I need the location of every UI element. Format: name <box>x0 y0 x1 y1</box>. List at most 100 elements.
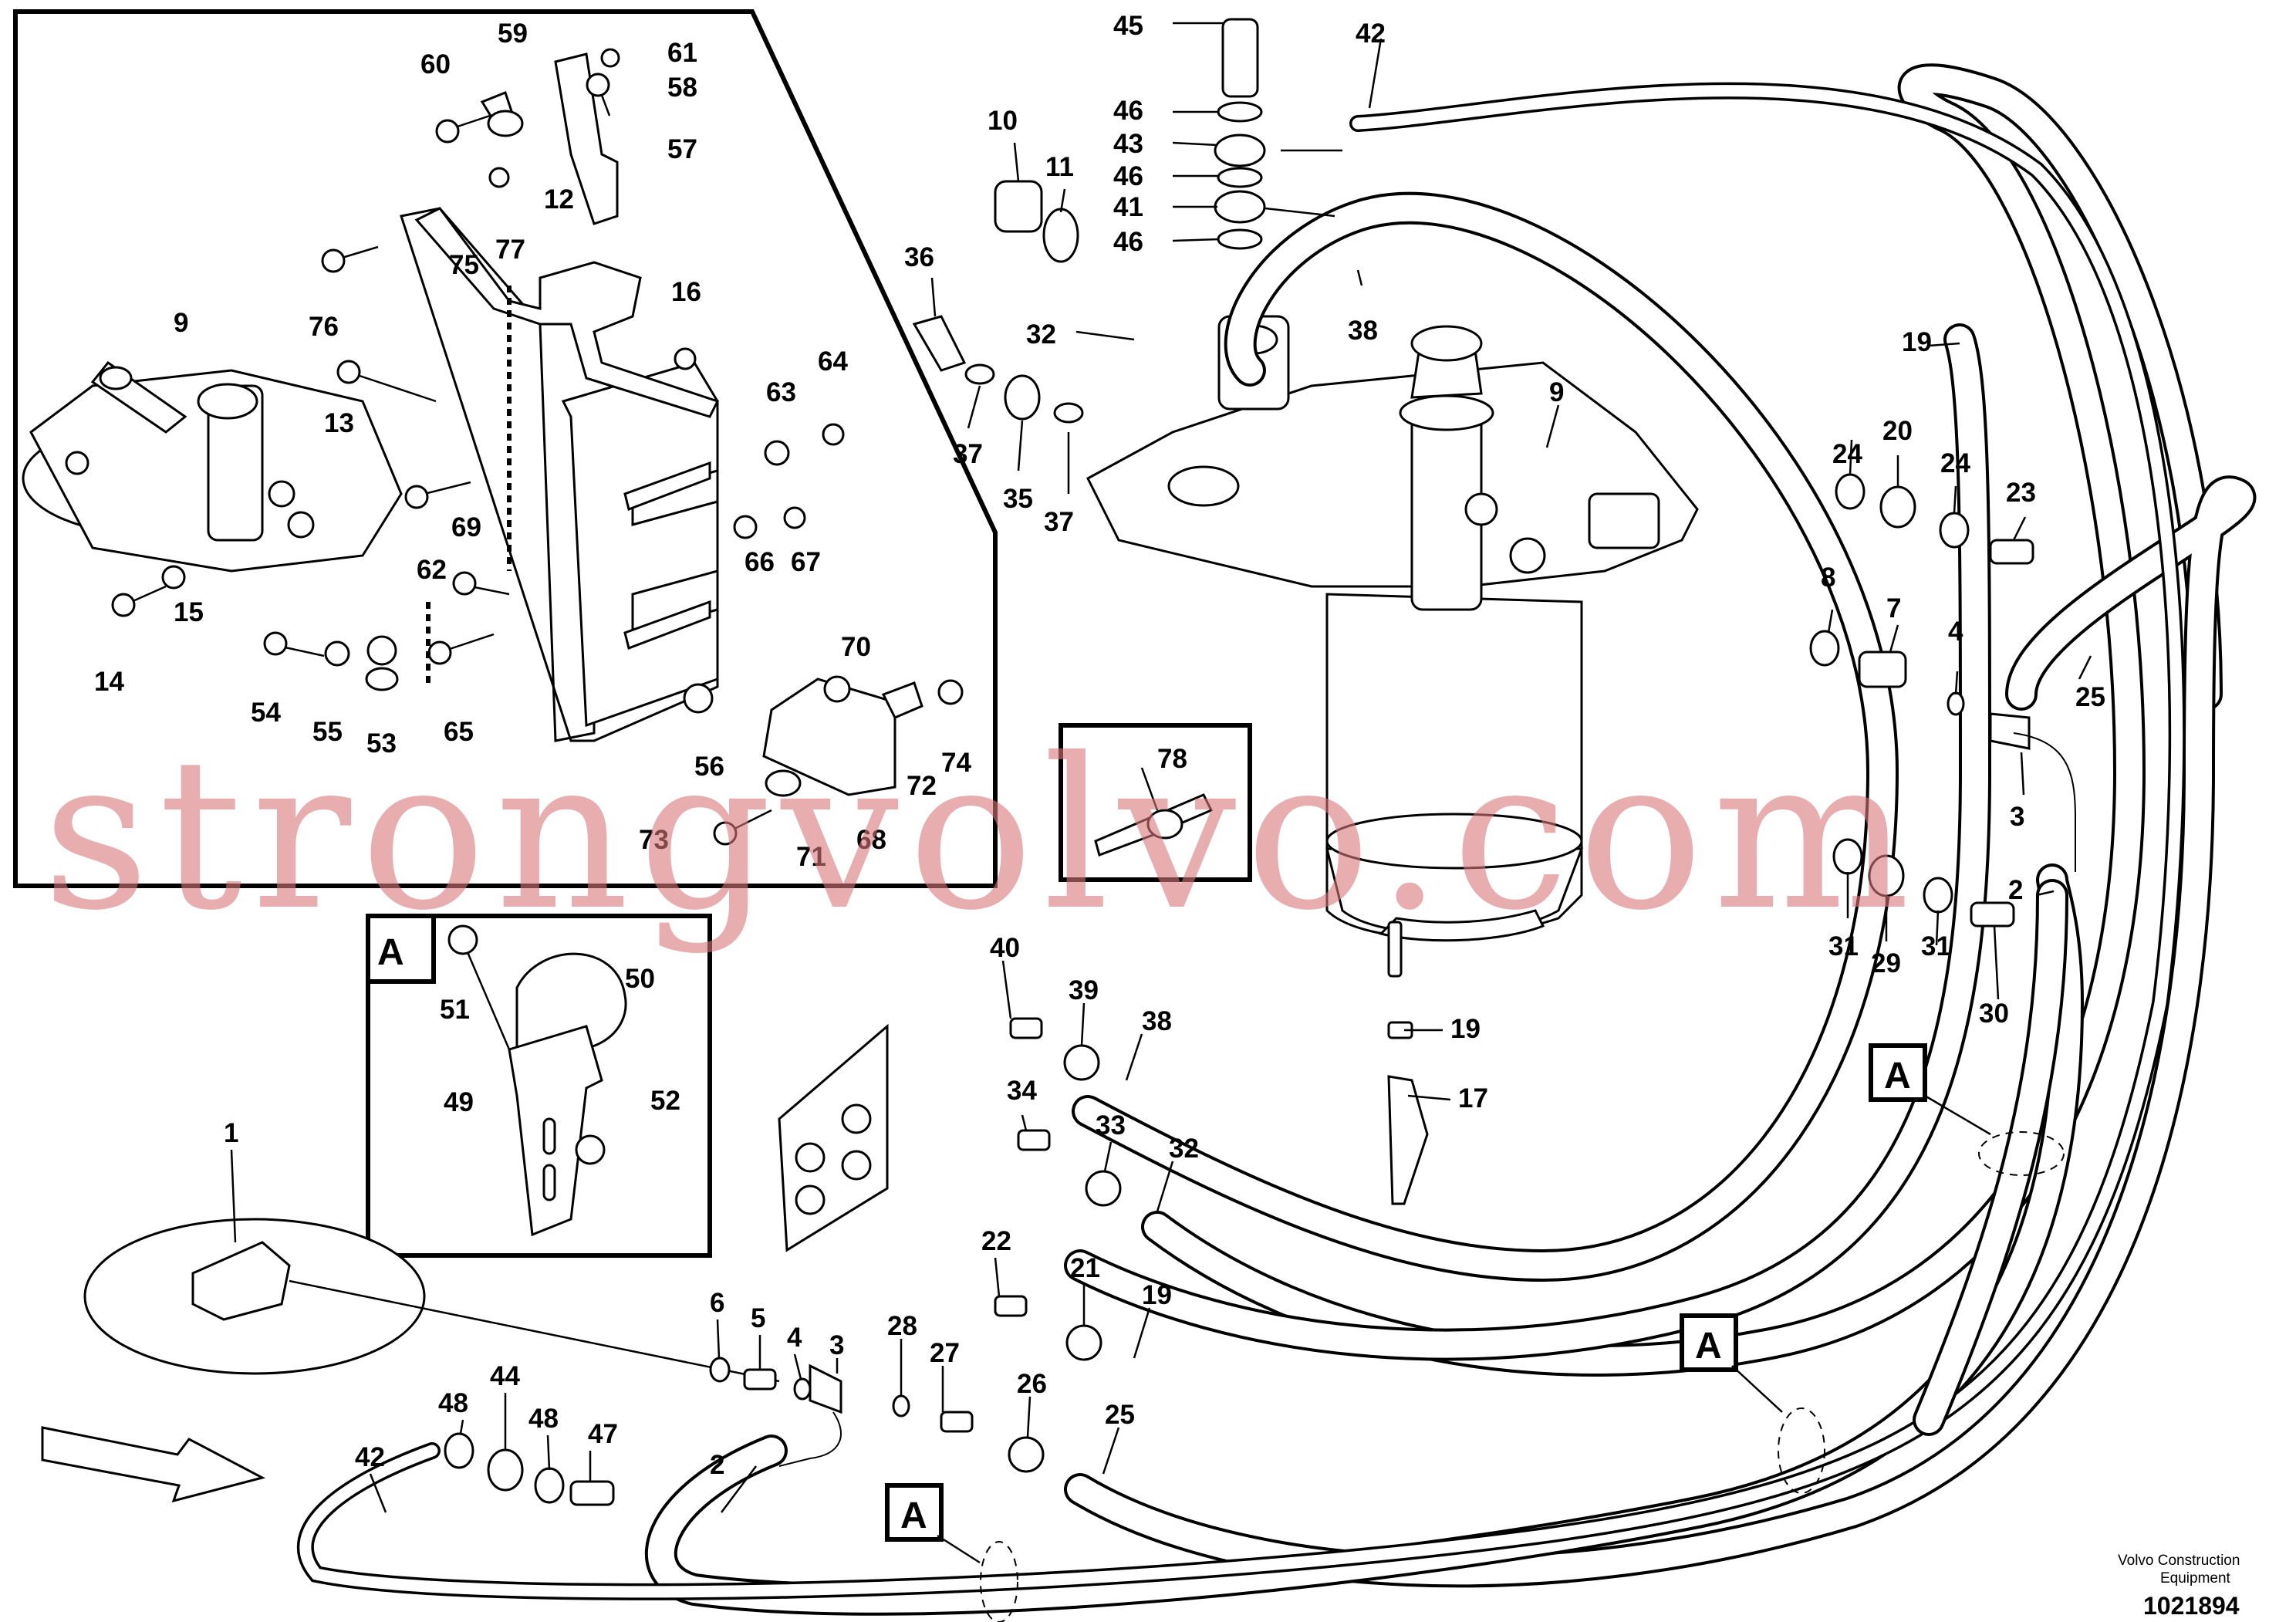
callout-12: 12 <box>544 184 574 215</box>
callout-45: 45 <box>1113 11 1143 41</box>
callout-32a: 32 <box>1026 319 1056 350</box>
callout-62: 62 <box>417 555 447 585</box>
callout-46b: 46 <box>1113 161 1143 191</box>
callout-58: 58 <box>667 73 697 103</box>
callout-19b: 19 <box>1142 1280 1172 1310</box>
callout-17: 17 <box>1458 1083 1488 1113</box>
callout-18: 19 <box>1450 1014 1481 1044</box>
callout-16: 16 <box>671 277 701 307</box>
callout-15: 15 <box>174 597 204 627</box>
callout-71: 71 <box>796 842 826 872</box>
callout-25b: 25 <box>1105 1400 1135 1430</box>
callout-41: 41 <box>1113 192 1143 222</box>
callout-35: 35 <box>1003 484 1033 514</box>
callout-43: 43 <box>1113 129 1143 159</box>
callout-48b: 48 <box>528 1404 559 1434</box>
manufacturer-line-2: Equipment <box>2160 1570 2231 1587</box>
callout-22: 22 <box>981 1226 1011 1256</box>
view-a-letter-2: A <box>1695 1326 1722 1367</box>
callout-55: 55 <box>312 717 343 747</box>
callout-63: 63 <box>766 377 796 407</box>
callout-11: 11 <box>1045 152 1074 182</box>
callout-48a: 48 <box>438 1388 468 1418</box>
callout-52: 52 <box>650 1086 680 1116</box>
callout-61: 61 <box>667 38 697 68</box>
callout-24b: 24 <box>1940 448 1970 478</box>
callout-54: 54 <box>251 698 281 728</box>
callout-53: 53 <box>366 728 397 759</box>
watermark-text: strongvolvo.com <box>42 713 1920 956</box>
callout-labels: 45 46 43 46 41 46 42 10 11 36 32 37 35 3… <box>94 11 2105 1480</box>
inset-dashed-leaders <box>426 286 512 687</box>
bracket-detail-inset <box>13 9 998 888</box>
inset-washers <box>161 48 964 797</box>
callout-69: 69 <box>451 512 481 542</box>
callout-38b: 38 <box>1142 1006 1172 1036</box>
callout-42b: 42 <box>355 1442 385 1472</box>
callout-73: 73 <box>639 825 669 855</box>
callout-47: 47 <box>588 1419 618 1449</box>
callout-4a: 4 <box>1948 617 1963 647</box>
callout-64: 64 <box>818 346 848 377</box>
callout-20: 20 <box>1882 416 1913 446</box>
callout-6: 6 <box>710 1288 724 1318</box>
callout-60: 60 <box>420 49 451 79</box>
callout-9-main: 9 <box>1549 377 1564 407</box>
callout-28: 28 <box>887 1311 917 1341</box>
fuel-hoses <box>297 63 2257 1616</box>
callout-65: 65 <box>444 717 474 747</box>
callout-leaders <box>230 22 2092 1513</box>
callout-49: 49 <box>444 1087 474 1117</box>
callout-59: 59 <box>498 19 528 49</box>
callout-19a: 19 <box>1902 327 1932 357</box>
callout-46c: 46 <box>1113 227 1143 257</box>
callout-3a: 3 <box>2010 802 2024 832</box>
callout-76: 76 <box>309 312 339 342</box>
callout-2a: 2 <box>2008 875 2023 905</box>
callout-66: 66 <box>745 547 775 577</box>
upper-bracket <box>414 207 720 418</box>
callout-33: 33 <box>1096 1110 1126 1140</box>
callout-34: 34 <box>1007 1076 1037 1106</box>
manufacturer-line-1: Volvo Construction <box>2118 1553 2240 1569</box>
filter-head-small <box>22 360 403 573</box>
callout-3b: 3 <box>829 1330 844 1360</box>
callout-9-inset: 9 <box>174 308 188 338</box>
callout-13: 13 <box>324 408 354 438</box>
callout-21: 21 <box>1070 1253 1100 1283</box>
callout-2b: 2 <box>710 1450 724 1480</box>
clip-bracket <box>762 678 896 796</box>
clamp-detail-inset <box>366 914 712 1258</box>
callout-24a: 24 <box>1832 439 1862 469</box>
callout-31b: 31 <box>1921 931 1951 961</box>
callout-32b: 32 <box>1169 1134 1199 1164</box>
callout-78: 78 <box>1157 744 1187 774</box>
callout-14: 14 <box>94 667 124 697</box>
callout-44: 44 <box>490 1361 520 1391</box>
callout-46a: 46 <box>1113 96 1143 126</box>
callout-1: 1 <box>224 1118 238 1148</box>
view-a-letter-1: A <box>1884 1056 1911 1097</box>
callout-75: 75 <box>449 250 479 280</box>
callout-10: 10 <box>988 106 1018 136</box>
callout-67: 67 <box>791 547 821 577</box>
callout-70: 70 <box>841 632 871 662</box>
callout-30: 30 <box>1979 999 2009 1029</box>
mounting-bracket-plate <box>400 207 719 742</box>
callout-51: 51 <box>440 995 470 1025</box>
drawing-number: 1021894 <box>2143 1592 2240 1620</box>
callout-40: 40 <box>990 933 1020 963</box>
callout-56: 56 <box>694 752 724 782</box>
callout-26: 26 <box>1017 1369 1047 1399</box>
callout-57: 57 <box>667 134 697 164</box>
callout-27: 27 <box>930 1338 960 1368</box>
callout-38a: 38 <box>1348 316 1378 346</box>
callout-5: 5 <box>751 1303 765 1333</box>
view-a-markers <box>885 1043 2065 1622</box>
tank-sender-flange <box>83 1218 780 1383</box>
callout-31a: 31 <box>1828 931 1859 961</box>
forward-direction-arrow <box>41 1426 266 1503</box>
hanger-bracket <box>554 52 619 225</box>
inset-screws <box>111 73 772 846</box>
